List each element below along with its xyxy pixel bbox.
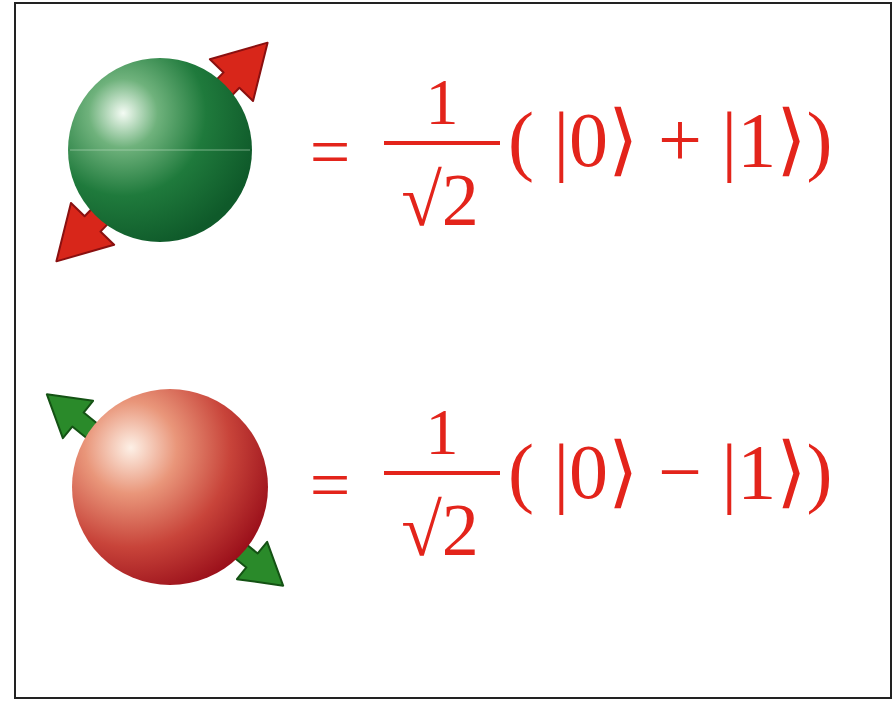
equals-sign: = bbox=[310, 449, 351, 521]
denominator: √2 bbox=[401, 493, 479, 567]
numerator: 1 bbox=[426, 399, 459, 465]
numerator: 1 bbox=[426, 69, 459, 135]
spin-arrow bbox=[35, 22, 289, 282]
fraction-bar bbox=[384, 141, 500, 145]
denominator: √2 bbox=[401, 163, 479, 237]
ket-difference: ( |0⟩ − |1⟩) bbox=[508, 433, 833, 511]
equals-sign: = bbox=[310, 116, 351, 188]
fraction-bar bbox=[384, 471, 500, 475]
green-sphere bbox=[68, 58, 252, 242]
frame bbox=[15, 3, 891, 698]
red-sphere bbox=[72, 389, 268, 585]
spin-arrow bbox=[32, 376, 298, 605]
ket-sum: ( |0⟩ + |1⟩) bbox=[508, 101, 833, 179]
